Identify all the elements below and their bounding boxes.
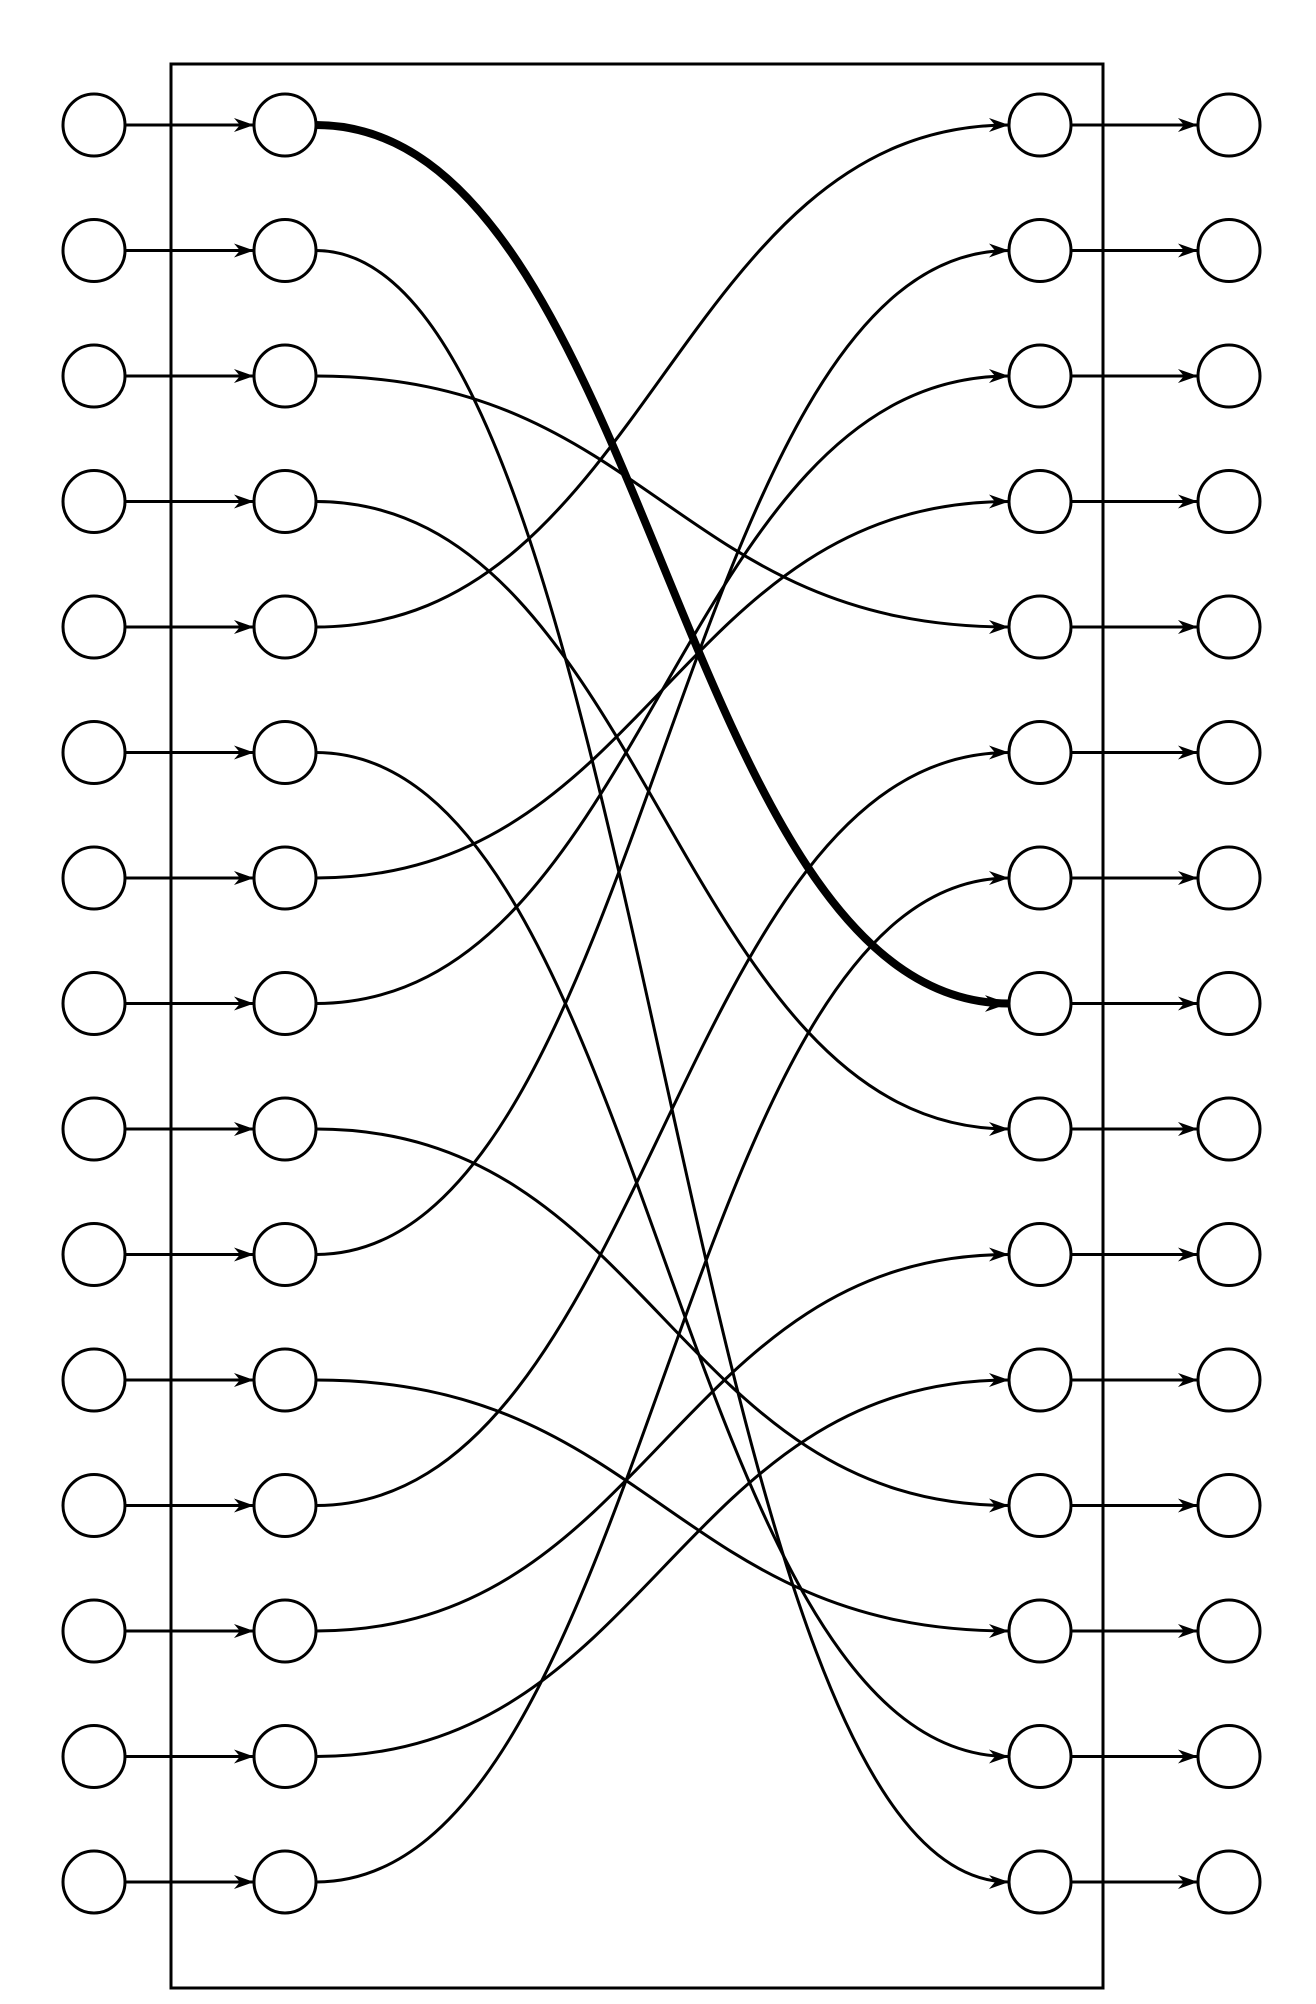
- output-node-12: [1196, 1473, 1262, 1538]
- right-node-2: [1007, 218, 1073, 283]
- output-node-13: [1196, 1598, 1262, 1664]
- input-node-13: [61, 1598, 127, 1664]
- permutation-box: [169, 62, 1105, 1990]
- left-node-5: [252, 594, 318, 660]
- output-node-5: [1196, 594, 1262, 660]
- right-node-7: [1007, 845, 1073, 911]
- nodes-layer: [61, 92, 1262, 1915]
- edges-layer: [125, 118, 1198, 1889]
- permutation-edge-3: [315, 374, 1010, 634]
- left-node-14: [252, 1724, 318, 1789]
- output-node-6: [1196, 720, 1262, 785]
- permutation-edge-10: [315, 243, 1010, 1256]
- output-node-9: [1196, 1096, 1262, 1162]
- permutation-edge-12: [315, 745, 1010, 1507]
- permutation-edge-9: [315, 1127, 1010, 1513]
- left-node-11: [252, 1347, 318, 1413]
- left-node-7: [252, 845, 318, 911]
- output-node-3: [1196, 343, 1262, 409]
- input-node-9: [61, 1096, 127, 1162]
- left-node-1: [252, 92, 318, 158]
- left-node-10: [252, 1222, 318, 1287]
- input-node-12: [61, 1473, 127, 1538]
- input-node-5: [61, 594, 127, 660]
- input-node-15: [61, 1849, 127, 1915]
- right-node-12: [1007, 1473, 1073, 1538]
- input-node-10: [61, 1222, 127, 1287]
- input-node-6: [61, 720, 127, 785]
- permutation-edge-4: [315, 500, 1010, 1136]
- input-node-4: [61, 469, 127, 534]
- right-node-10: [1007, 1222, 1073, 1287]
- left-node-12: [252, 1473, 318, 1538]
- output-node-1: [1196, 92, 1262, 158]
- right-node-14: [1007, 1724, 1073, 1789]
- permutation-edge-11: [315, 1378, 1010, 1638]
- left-node-4: [252, 469, 318, 534]
- left-node-3: [252, 343, 318, 409]
- output-node-11: [1196, 1347, 1262, 1413]
- output-node-8: [1196, 971, 1262, 1036]
- left-node-13: [252, 1598, 318, 1664]
- right-node-11: [1007, 1347, 1073, 1413]
- output-node-2: [1196, 218, 1262, 283]
- left-node-6: [252, 720, 318, 785]
- input-node-8: [61, 971, 127, 1036]
- input-node-2: [61, 218, 127, 283]
- right-node-5: [1007, 594, 1073, 660]
- left-node-9: [252, 1096, 318, 1162]
- right-node-8: [1007, 971, 1073, 1036]
- right-node-9: [1007, 1096, 1073, 1162]
- input-node-3: [61, 343, 127, 409]
- output-node-4: [1196, 469, 1262, 534]
- permutation-edge-8: [315, 369, 1010, 1005]
- right-node-13: [1007, 1598, 1073, 1664]
- input-node-7: [61, 845, 127, 911]
- output-node-7: [1196, 845, 1262, 911]
- right-node-4: [1007, 469, 1073, 534]
- right-node-6: [1007, 720, 1073, 785]
- right-node-3: [1007, 343, 1073, 409]
- left-node-8: [252, 971, 318, 1036]
- left-node-2: [252, 218, 318, 283]
- output-node-10: [1196, 1222, 1262, 1287]
- permutation-edge-5: [315, 118, 1010, 629]
- permutation-edge-14: [315, 1373, 1010, 1758]
- output-node-14: [1196, 1724, 1262, 1789]
- permutation-edge-15: [315, 871, 1010, 1884]
- input-node-1: [61, 92, 127, 158]
- input-node-14: [61, 1724, 127, 1789]
- highlighted-permutation-edge: [315, 121, 1010, 1012]
- right-node-1: [1007, 92, 1073, 158]
- permutation-edge-13: [315, 1247, 1010, 1633]
- permutation-edge-6: [315, 751, 1010, 1764]
- permutation-edge-2: [315, 249, 1010, 1889]
- input-node-11: [61, 1347, 127, 1413]
- right-node-15: [1007, 1849, 1073, 1915]
- output-node-15: [1196, 1849, 1262, 1915]
- left-node-15: [252, 1849, 318, 1915]
